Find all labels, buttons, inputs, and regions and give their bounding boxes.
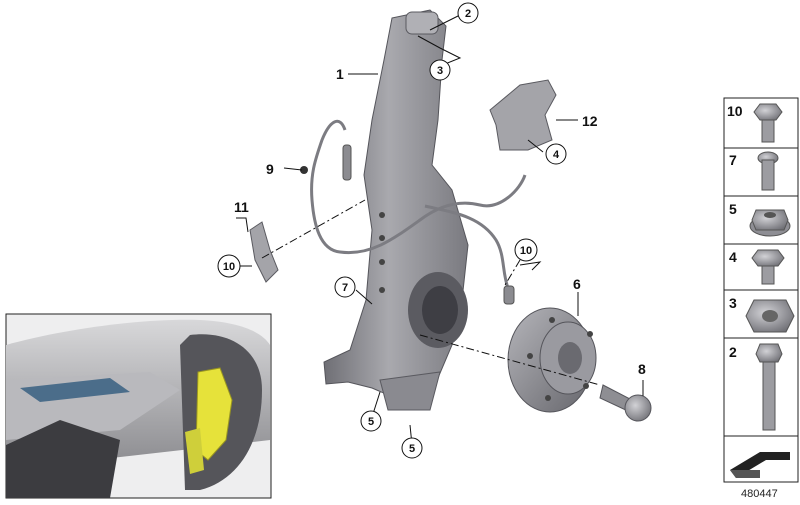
leader-lines: [236, 13, 644, 446]
legend-num-7: 7: [729, 152, 737, 168]
callout-5a: 5: [368, 416, 374, 428]
steering-knuckle: [323, 9, 469, 411]
torx-bolt-icon: [757, 151, 779, 191]
wheel-speed-sensor-cable: [310, 119, 527, 289]
long-bolt-icon: [755, 343, 783, 431]
callout-10a: 10: [223, 261, 235, 273]
fastener-legend: 10 7 5 4 3 2: [723, 97, 799, 483]
callout-3: 3: [437, 65, 443, 77]
legend-num-3: 3: [729, 295, 737, 311]
diagram-code: 480447: [741, 488, 778, 500]
assembly-lines: [261, 199, 601, 386]
callout-10b: 10: [520, 245, 532, 257]
headlight: [20, 378, 130, 402]
hex-flange-bolt-icon: [751, 249, 785, 285]
callout-8: 8: [638, 361, 646, 377]
orientation-arrow-icon: [730, 452, 790, 478]
sensor-head: [503, 285, 515, 305]
vehicle-inset: [5, 313, 272, 499]
callout-1: 1: [336, 66, 344, 82]
callout-9: 9: [266, 161, 274, 177]
flange-nut-icon: [749, 209, 791, 237]
hub-bolt: [599, 384, 652, 422]
sensor-probe: [342, 144, 352, 181]
callout-5b: 5: [409, 443, 415, 455]
legend-num-4: 4: [729, 249, 737, 265]
callout-12: 12: [582, 113, 598, 129]
legend-num-5: 5: [729, 201, 737, 217]
hex-nut-icon: [745, 299, 795, 333]
callout-7: 7: [342, 282, 348, 294]
callout-2: 2: [465, 8, 471, 20]
legend-num-10: 10: [727, 103, 743, 119]
wheel-hub: [507, 307, 597, 413]
flange-bolt-icon: [753, 103, 783, 143]
bracket-12: [489, 79, 557, 151]
bracket-11: [249, 221, 279, 283]
callout-11: 11: [234, 199, 249, 215]
sensor-grommet: [300, 166, 308, 174]
callout-6: 6: [573, 276, 581, 292]
callout-4: 4: [553, 149, 560, 161]
legend-num-2: 2: [729, 344, 737, 360]
circled-callouts: 2 3 4 10 10 7 5 5: [217, 2, 567, 459]
